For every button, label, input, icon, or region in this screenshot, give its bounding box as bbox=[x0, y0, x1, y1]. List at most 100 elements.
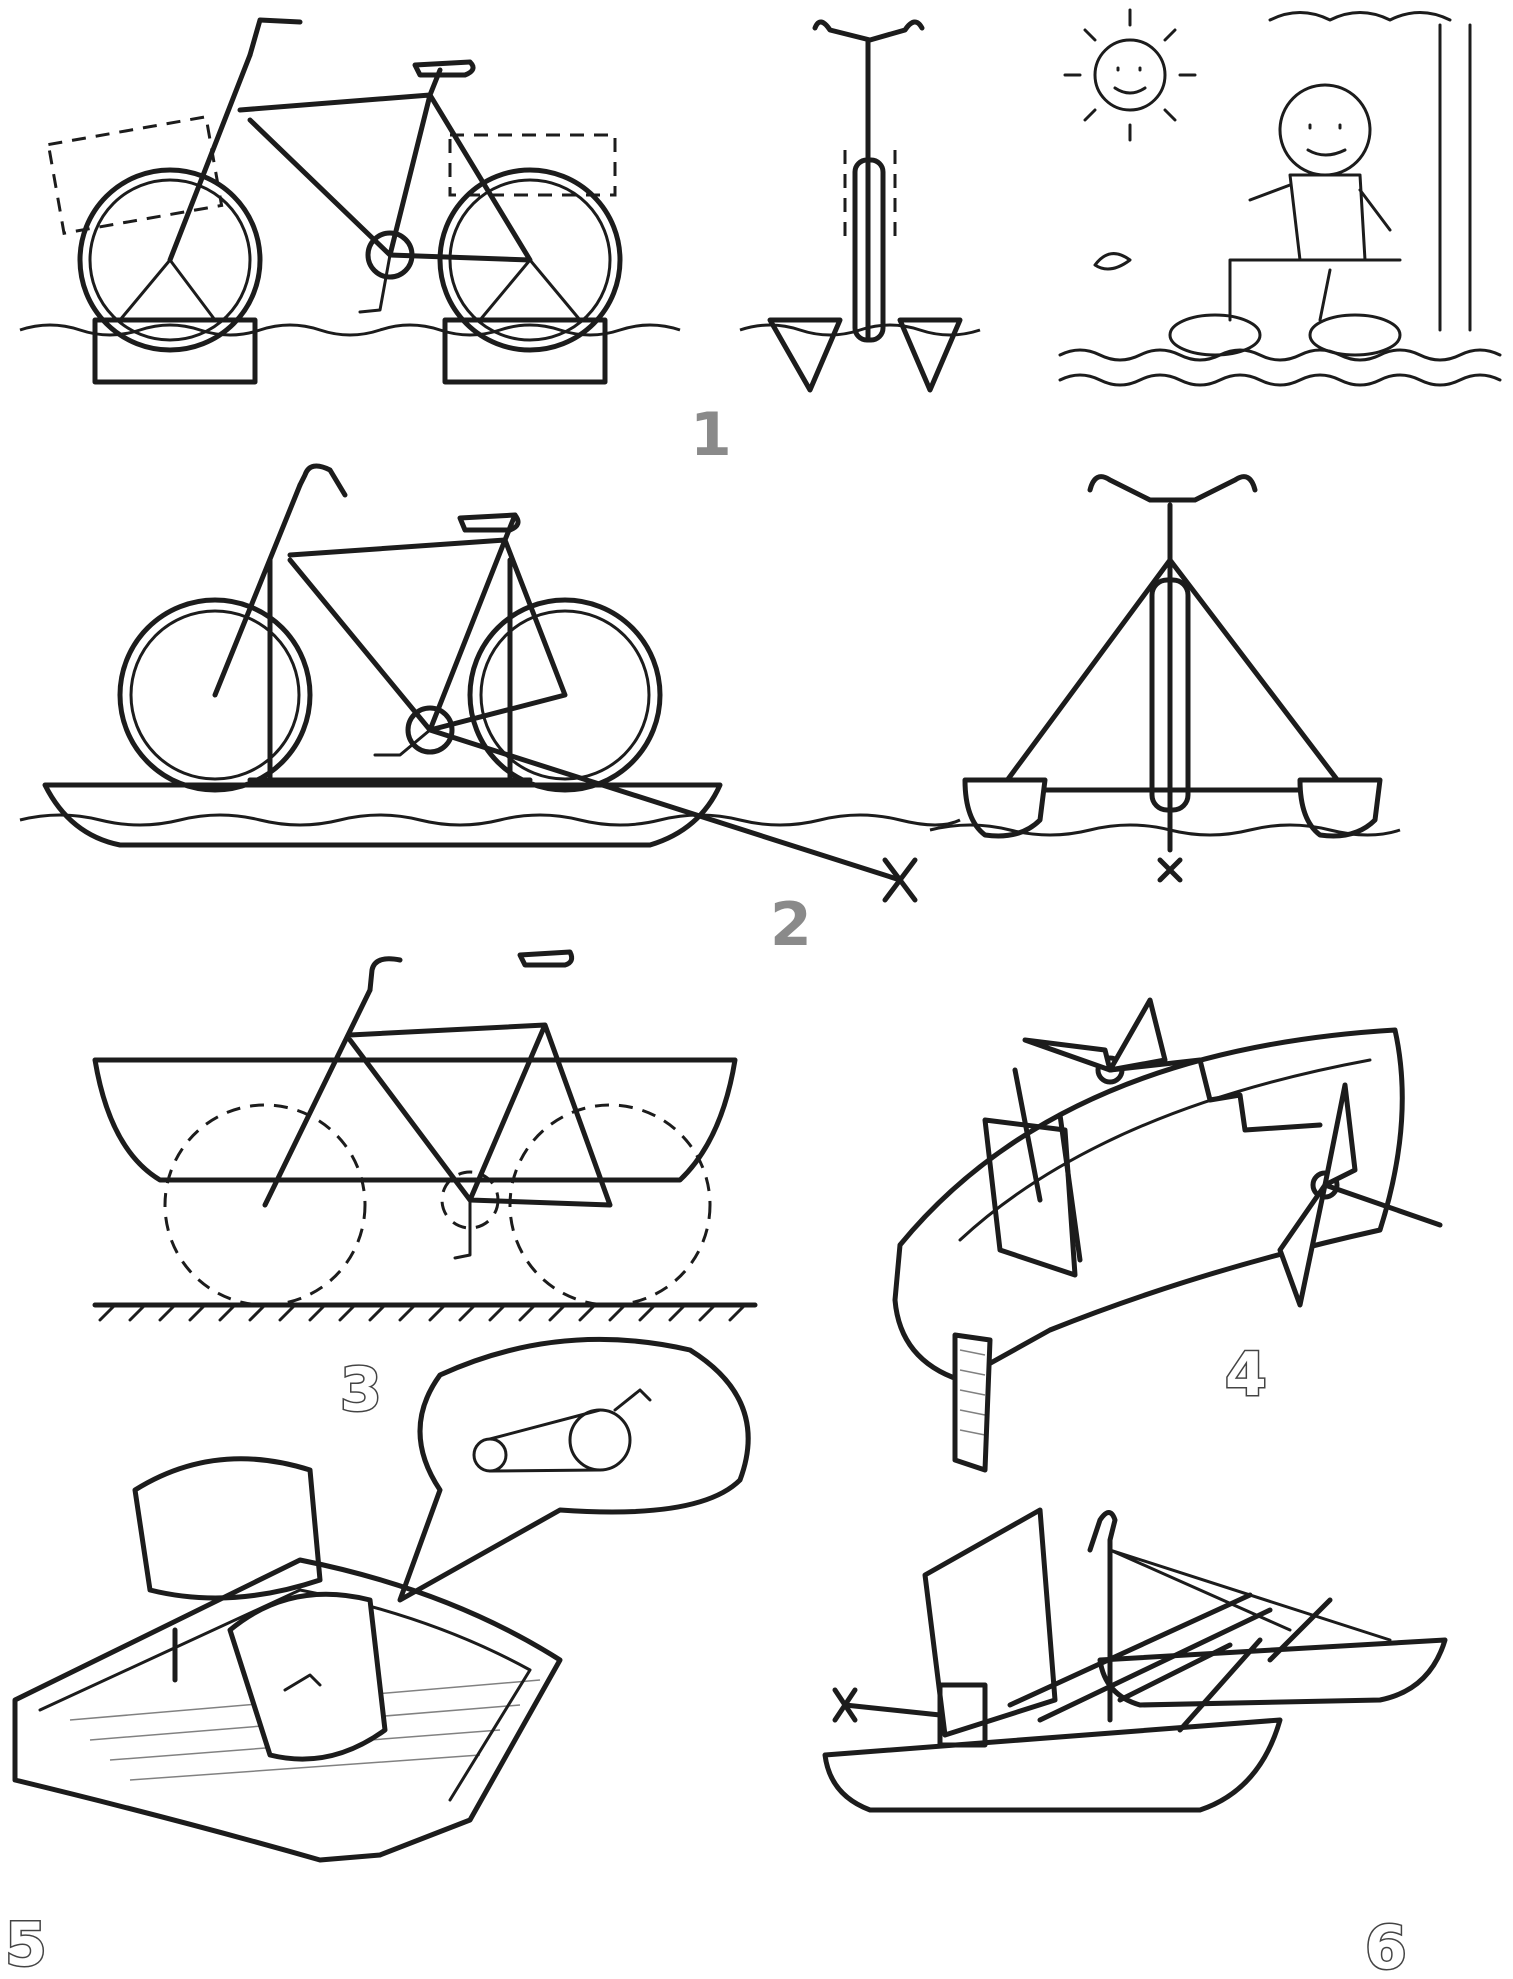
fig1-handlebar bbox=[247, 17, 303, 58]
fig5-callout-pulley-large bbox=[568, 1408, 632, 1472]
fig2-crank bbox=[373, 728, 432, 757]
fig3-handlebar bbox=[367, 956, 403, 993]
fig4-label: 4 bbox=[1225, 1340, 1267, 1410]
fig4-inner-rim bbox=[958, 1058, 1372, 1242]
fig3-label: 3 bbox=[340, 1355, 382, 1425]
fig2-drive-shaft bbox=[427, 727, 903, 883]
fig2-frame bbox=[212, 482, 568, 733]
fig3-saddle bbox=[517, 949, 575, 968]
fig3-chainring bbox=[440, 1170, 500, 1230]
fig1-foliage bbox=[1268, 11, 1452, 22]
fig1-front-dashed-floats bbox=[843, 150, 897, 240]
fig5 bbox=[12, 1336, 751, 1863]
fig4-right-blade-3 bbox=[1322, 1182, 1443, 1228]
fig5-callout-bubble bbox=[397, 1336, 751, 1603]
fig4-right-blade-1 bbox=[1322, 1082, 1358, 1188]
fig4-rudder bbox=[952, 1332, 993, 1473]
fig2-front-wheel bbox=[117, 597, 313, 793]
fig6-handlebar-post bbox=[1087, 1510, 1118, 1723]
fig1-cartoon-float-left bbox=[1168, 313, 1262, 357]
fig1-front-water bbox=[739, 323, 981, 337]
fig2-handlebar bbox=[297, 463, 348, 498]
fig1-cartoon-water bbox=[1058, 348, 1502, 362]
fig2-front-propeller bbox=[1157, 857, 1183, 883]
fig2-rear-wheel bbox=[467, 597, 663, 793]
fig3-ground-hatch bbox=[98, 1303, 747, 1322]
fig4-rudder-hatch bbox=[959, 1349, 986, 1436]
fig5-pedal bbox=[283, 1673, 322, 1692]
fig2-water-line bbox=[19, 813, 961, 827]
fig1-struts bbox=[118, 258, 582, 322]
fig4-left-blade-1 bbox=[1107, 997, 1168, 1073]
fig1-front-view bbox=[739, 19, 981, 393]
fig1-rear-wheel bbox=[437, 167, 623, 353]
fig6-pedal-cranks bbox=[1117, 1597, 1333, 1733]
fig3 bbox=[92, 949, 758, 1322]
fig2-front-view bbox=[929, 474, 1401, 883]
fig1-cartoon-bike bbox=[1228, 258, 1402, 322]
fig5-callout-belt bbox=[488, 1408, 602, 1473]
fig4-hull bbox=[892, 1027, 1405, 1383]
fig6-stays bbox=[1108, 1548, 1392, 1642]
fig1-frame bbox=[167, 52, 533, 263]
fig2-label: 2 bbox=[770, 890, 812, 960]
fig5-label: 5 bbox=[5, 1910, 47, 1979]
fig1-saddle bbox=[412, 59, 476, 78]
fig2-saddle bbox=[457, 512, 521, 533]
fig5-callout-pulley-small bbox=[472, 1437, 508, 1473]
fig4-right-blade-2 bbox=[1277, 1182, 1328, 1308]
fig1-boy-face bbox=[1306, 123, 1347, 157]
fig6 bbox=[822, 1507, 1448, 1813]
fig5-seat bbox=[132, 1456, 323, 1601]
fig6-front-hull bbox=[822, 1717, 1283, 1813]
fig2-propeller bbox=[882, 857, 918, 903]
fig3-hull bbox=[92, 1057, 738, 1183]
fig1-front-wheel bbox=[77, 167, 263, 353]
fig6-rear-hull bbox=[1097, 1637, 1448, 1708]
fig6-propeller bbox=[832, 1687, 858, 1723]
fig1-chainring bbox=[365, 230, 415, 280]
fig2-left-float bbox=[962, 777, 1048, 839]
fig1-front-left-float bbox=[767, 317, 843, 393]
fig2-front-handlebar bbox=[1087, 474, 1258, 503]
fig6-seat-back bbox=[922, 1507, 1058, 1738]
fig1-tree-trunk bbox=[1438, 23, 1472, 332]
fig6-seat-boards bbox=[1007, 1592, 1273, 1723]
fig2-chainring bbox=[405, 705, 455, 755]
fig1-fish bbox=[1093, 252, 1132, 271]
fig4-seat-back bbox=[982, 1117, 1078, 1278]
fig3-crank bbox=[453, 1198, 472, 1260]
fig4-left-blade-2 bbox=[1022, 1037, 1113, 1073]
fig1-sun-rays bbox=[1063, 8, 1197, 142]
fig1-side-view bbox=[19, 17, 681, 385]
fig2-mount-posts bbox=[247, 557, 533, 783]
fig1-front-right-float bbox=[897, 317, 963, 393]
fig2-right-float bbox=[1297, 777, 1383, 839]
fig4-seat-posts bbox=[1012, 1067, 1083, 1263]
fig1-front-float bbox=[92, 317, 258, 385]
fig1-crank bbox=[358, 253, 392, 314]
fig1-front-raised-float bbox=[46, 115, 224, 235]
fig1-rear-float bbox=[442, 317, 608, 385]
fig1-front-handlebar bbox=[812, 19, 925, 43]
fig1-front-wheel-edge bbox=[852, 157, 886, 343]
fig1-label: 1 bbox=[690, 400, 732, 470]
fig4 bbox=[892, 997, 1443, 1473]
fig2-side-view bbox=[19, 463, 961, 903]
fig2-front-wheel-edge bbox=[1149, 577, 1191, 813]
fig3-frame bbox=[262, 987, 613, 1208]
fig1-rear-raised-float bbox=[448, 133, 617, 197]
fig2-front-water bbox=[929, 823, 1401, 837]
fig6-label: 6 bbox=[1365, 1913, 1407, 1979]
fig4-crankshaft bbox=[1107, 1057, 1323, 1133]
fig2-outrigger-frame bbox=[997, 557, 1348, 793]
fig5-callout-crank bbox=[613, 1388, 652, 1412]
fig1-cartoon bbox=[1045, 8, 1505, 400]
fig1-cartoon-float-right bbox=[1308, 313, 1402, 357]
fig1-sun bbox=[1093, 38, 1167, 112]
fig1-sun-face bbox=[1113, 66, 1147, 95]
fig1-boy-arms bbox=[1248, 183, 1392, 232]
fig6-prop-shaft bbox=[842, 1702, 943, 1718]
